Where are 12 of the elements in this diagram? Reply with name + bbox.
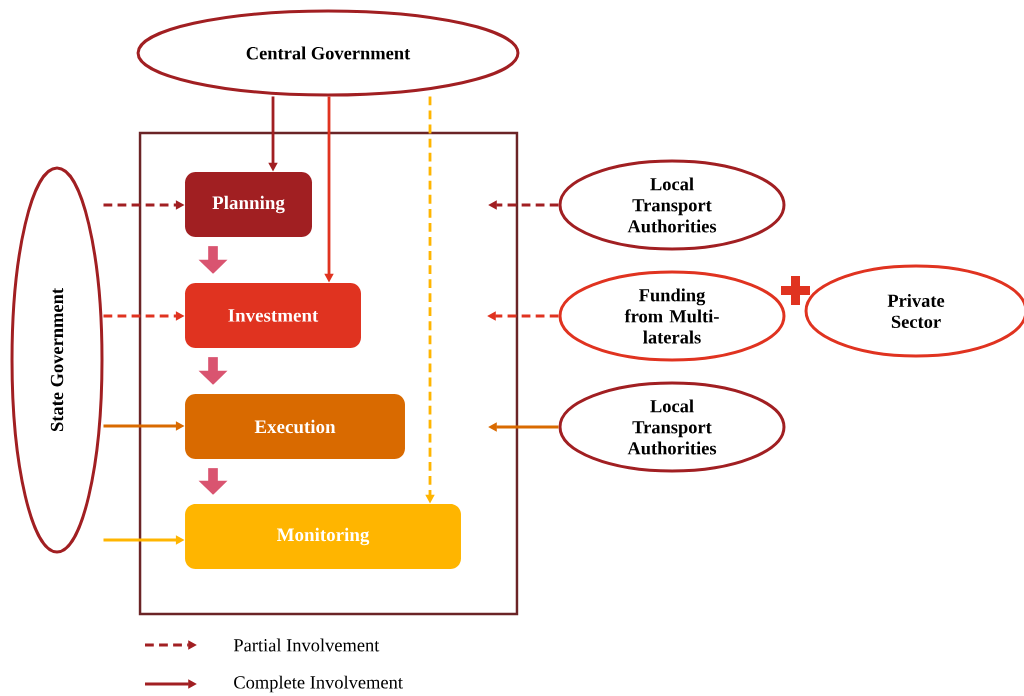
legend-label: Complete Involvement	[234, 675, 403, 693]
oval: Local Transport Authorities	[558, 381, 786, 473]
oval: State Government	[10, 166, 104, 554]
legend-label: Partial Involvement	[233, 638, 380, 652]
frame	[138, 131, 519, 616]
process-box: Execution	[185, 394, 405, 459]
process-box: Monitoring	[185, 504, 461, 569]
oval: Funding from Multi-laterals	[558, 270, 786, 362]
oval: Local Transport Authorities	[558, 159, 786, 251]
process-box: Investment	[185, 283, 361, 348]
process-box: Planning	[185, 172, 312, 237]
oval: Central Government	[136, 9, 520, 97]
